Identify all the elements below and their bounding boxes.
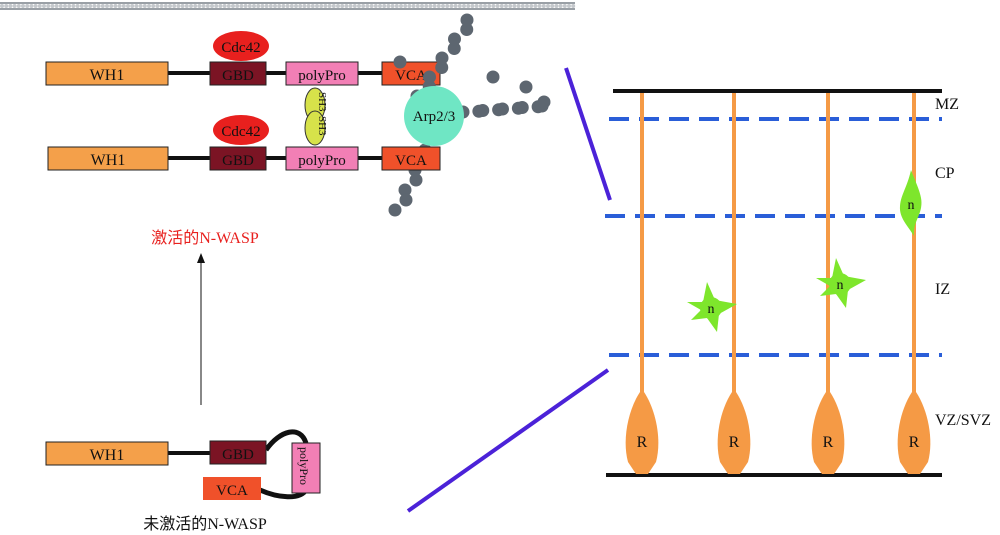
gbd-domain — [209, 146, 267, 171]
sh3-label-bottom: SH3 — [316, 116, 328, 136]
polypro-domain — [285, 146, 359, 171]
polypro-label: polyPro — [297, 447, 311, 485]
neuron-label: n — [837, 278, 844, 293]
zone-label-iz: IZ — [935, 281, 950, 298]
cell-membrane — [0, 2, 576, 10]
wh1-label: WH1 — [90, 67, 125, 84]
actin-bead-free — [486, 70, 500, 84]
vca-label: VCA — [395, 68, 427, 84]
inactive-caption: 未激活的N-WASP — [143, 515, 267, 533]
zone-label-mz: MZ — [935, 96, 959, 113]
zoom-line-upper — [564, 67, 612, 201]
cdc42-label: Cdc42 — [221, 124, 260, 140]
arp23-complex: Arp2/3 — [404, 86, 464, 146]
sh3-dimer: SH3 SH3 — [304, 87, 328, 146]
actin-bead-free — [393, 55, 407, 69]
migrating-neuron: n — [816, 258, 866, 308]
sh3-label-top: SH3 — [316, 92, 328, 112]
actin-filament-right — [456, 99, 549, 119]
polypro-label: polyPro — [298, 68, 346, 84]
radial-glia-cell: R — [897, 93, 931, 474]
gbd-domain — [209, 61, 267, 86]
migrating-neuron: n — [899, 170, 922, 236]
zone-label-cp: CP — [935, 165, 955, 182]
radial-glia-cell: R — [625, 93, 659, 474]
radial-glia-label: R — [637, 434, 648, 451]
cortex-panel: R R R R n n n MZ CP IZ VZ/SVZ — [605, 89, 991, 477]
nwasp-inactive: WH1 GBD polyPro VCA — [45, 429, 321, 500]
cdc42-upper — [213, 31, 269, 61]
actin-bead-free — [537, 95, 551, 109]
vca-domain — [203, 477, 261, 500]
wh1-domain — [45, 61, 169, 86]
actin-filaments — [388, 13, 551, 217]
arp23-label: Arp2/3 — [413, 109, 456, 125]
migrating-neuron: n — [687, 282, 737, 332]
wh1-label: WH1 — [91, 152, 126, 169]
gbd-domain — [209, 440, 267, 465]
neuron-label: n — [908, 198, 915, 213]
wh1-label: WH1 — [90, 447, 125, 464]
radial-glia-cell: R — [717, 93, 751, 474]
polypro-domain — [285, 61, 359, 86]
gbd-label: GBD — [222, 68, 254, 84]
cdc42-lower — [213, 115, 269, 145]
wh1-domain — [45, 441, 169, 466]
polypro-label: polyPro — [298, 153, 346, 169]
zoom-line-lower — [406, 368, 610, 513]
actin-bead-free — [519, 80, 533, 94]
gbd-label: GBD — [222, 153, 254, 169]
radial-glia-label: R — [729, 434, 740, 451]
nwasp-active-lower: WH1 GBD polyPro VCA Cdc42 — [47, 115, 441, 171]
polypro-domain — [291, 442, 321, 494]
gbd-label: GBD — [222, 447, 254, 463]
activation-arrow — [197, 253, 205, 405]
radial-glia-label: R — [823, 434, 834, 451]
neuron-label: n — [708, 302, 715, 317]
activated-caption: 激活的N-WASP — [151, 229, 259, 247]
radial-glia-label: R — [909, 434, 920, 451]
zone-label-vz-svz: VZ/SVZ — [935, 412, 991, 429]
cdc42-label: Cdc42 — [221, 40, 260, 56]
nwasp-active-upper: WH1 GBD polyPro VCA Cdc42 — [45, 31, 441, 86]
vca-domain — [381, 146, 441, 171]
radial-glia-cell: R — [811, 93, 845, 474]
vca-label: VCA — [216, 483, 248, 499]
vca-label: VCA — [395, 153, 427, 169]
wh1-domain — [47, 146, 169, 171]
